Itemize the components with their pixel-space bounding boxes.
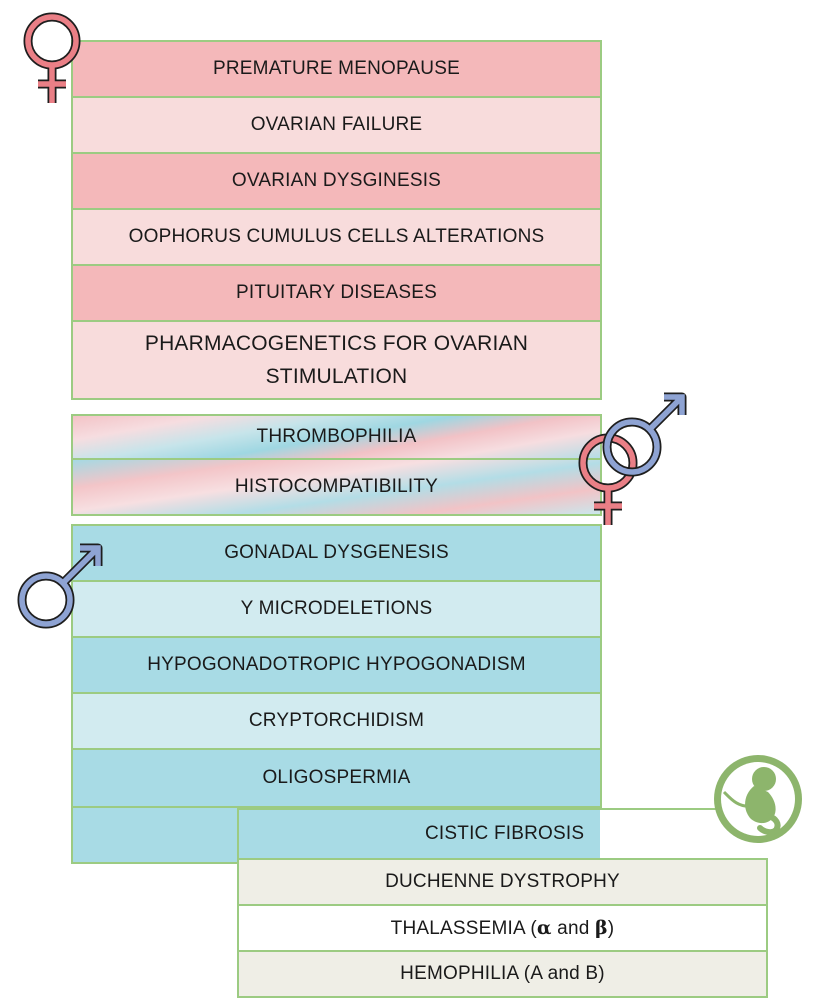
male-row-hypogonadotropic: HYPOGONADOTROPIC HYPOGONADISM (71, 636, 602, 694)
prenatal-row-thalassemia: THALASSEMIA (α and β) (237, 904, 768, 952)
row-label: CISTIC FIBROSIS (425, 823, 585, 844)
shared-row-thrombophilia: THROMBOPHILIA (71, 414, 602, 460)
female-symbol-icon (23, 12, 81, 103)
row-label: Y MICRODELETIONS (240, 598, 433, 619)
female-row-ovarian-dysginesis: OVARIAN DYSGINESIS (71, 152, 602, 210)
thalassemia-prefix: THALASSEMIA ( (390, 917, 537, 939)
male-symbol-icon (17, 543, 103, 629)
prenatal-row-hemophilia: HEMOPHILIA (A and B) (237, 950, 768, 998)
fetus-icon (714, 755, 802, 843)
row-label: GONADAL DYSGENESIS (224, 542, 449, 563)
male-row-gonadal-dysgenesis: GONADAL DYSGENESIS (71, 524, 602, 582)
shared-row-histocompatibility: HISTOCOMPATIBILITY (71, 458, 602, 516)
female-row-pharmacogenetics: PHARMACOGENETICS FOR OVARIAN STIMULATION (71, 320, 602, 400)
thalassemia-suffix: ) (607, 917, 615, 939)
female-row-ovarian-failure: OVARIAN FAILURE (71, 96, 602, 154)
row-label: HYPOGONADOTROPIC HYPOGONADISM (147, 654, 526, 675)
row-label: OLIGOSPERMIA (262, 767, 411, 788)
row-label: OOPHORUS CUMULUS CELLS ALTERATIONS (128, 226, 545, 247)
row-label: PITUITARY DISEASES (235, 282, 438, 303)
female-row-oophorus-cumulus: OOPHORUS CUMULUS CELLS ALTERATIONS (71, 208, 602, 266)
prenatal-row-duchenne: DUCHENNE DYSTROPHY (237, 858, 768, 906)
row-label-line2: STIMULATION (265, 365, 408, 388)
row-label: HISTOCOMPATIBILITY (234, 476, 439, 497)
row-label: THALASSEMIA (α and β) (391, 917, 615, 940)
male-row-cryptorchidism: CRYPTORCHIDISM (71, 692, 602, 750)
male-row-y-microdeletions: Y MICRODELETIONS (71, 580, 602, 638)
row-label: HEMOPHILIA (A and B) (400, 963, 605, 984)
thalassemia-and: and (551, 917, 595, 939)
row-label: OVARIAN DYSGINESIS (231, 170, 442, 191)
row-label: OVARIAN FAILURE (250, 114, 423, 135)
row-label: DUCHENNE DYSTROPHY (385, 871, 620, 892)
male-row-oligospermia: OLIGOSPERMIA (71, 748, 602, 808)
alpha-symbol: α (536, 916, 552, 939)
row-label: THROMBOPHILIA (256, 426, 417, 447)
male-female-symbols-icon (578, 392, 687, 525)
female-row-premature-menopause: PREMATURE MENOPAUSE (71, 40, 602, 98)
beta-symbol: β (594, 916, 608, 939)
row-label: PREMATURE MENOPAUSE (213, 58, 460, 79)
row-label: CRYPTORCHIDISM (248, 710, 425, 731)
female-row-pituitary-diseases: PITUITARY DISEASES (71, 264, 602, 322)
row-label-line1: PHARMACOGENETICS FOR OVARIAN (144, 332, 529, 355)
